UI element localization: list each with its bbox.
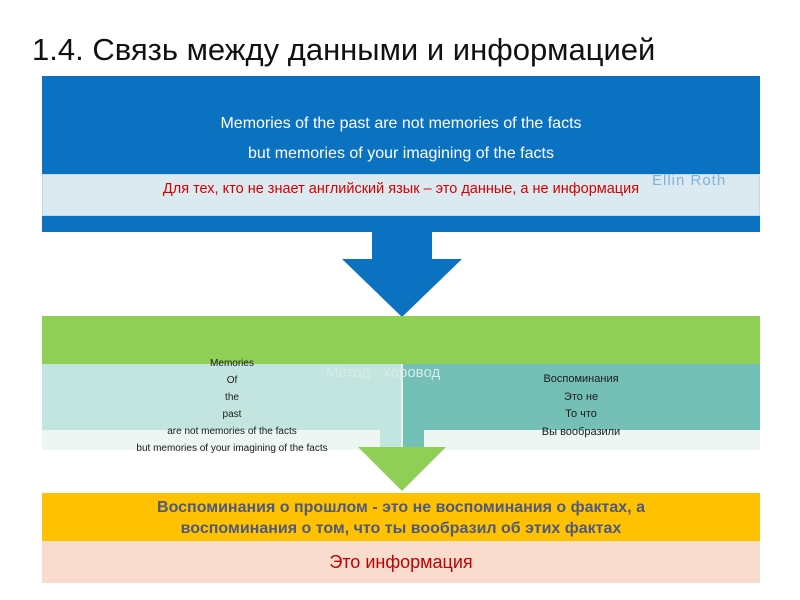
- statement-block: [42, 493, 760, 541]
- english-line: Memories: [210, 358, 254, 369]
- ghost-method-label: Метод - хоровод: [326, 364, 441, 381]
- quote-line-1: Memories of the past are not memories of…: [220, 115, 582, 132]
- english-line: are not memories of the facts: [167, 426, 297, 437]
- statement-line-2: воспоминания о том, что ты вообразил об …: [180, 520, 622, 537]
- russian-line: Воспоминания: [543, 373, 619, 385]
- russian-lines: Воспоминания Это не То что Вы вообразили: [402, 371, 760, 441]
- pale-strip-left: [42, 430, 380, 450]
- conclusion-text: Это информация: [329, 552, 473, 572]
- note-band: [42, 174, 760, 216]
- quote-line-2: but memories of your imagining of the fa…: [248, 145, 554, 162]
- ghost-author-text: Ellin Roth: [652, 172, 727, 189]
- slide-title: 1.4. Связь между данными и информацией: [32, 32, 656, 67]
- statement-line-1: Воспоминания о прошлом - это не воспомин…: [157, 499, 645, 516]
- statement-text: Воспоминания о прошлом - это не воспомин…: [42, 497, 760, 539]
- english-line: the: [225, 392, 239, 403]
- data-note: Для тех, кто не знает английский язык – …: [162, 181, 640, 197]
- conclusion-block: [42, 541, 760, 583]
- russian-line: Это не: [563, 390, 599, 403]
- panel-divider: [401, 364, 403, 448]
- down-arrow-icon: [342, 259, 462, 317]
- english-line: Of: [226, 375, 238, 386]
- down-arrow-stem: [372, 232, 432, 260]
- pale-strip-right: [424, 430, 760, 450]
- russian-line: То что: [565, 408, 597, 420]
- english-line: past: [222, 409, 242, 420]
- english-line: but memories of your imagining of the fa…: [136, 443, 328, 454]
- english-lines: Memories Of the past are not memories of…: [42, 355, 422, 457]
- method-header-block: [42, 316, 760, 364]
- russian-line: Вы вообразили: [541, 425, 621, 438]
- green-down-arrow-icon: [358, 447, 446, 491]
